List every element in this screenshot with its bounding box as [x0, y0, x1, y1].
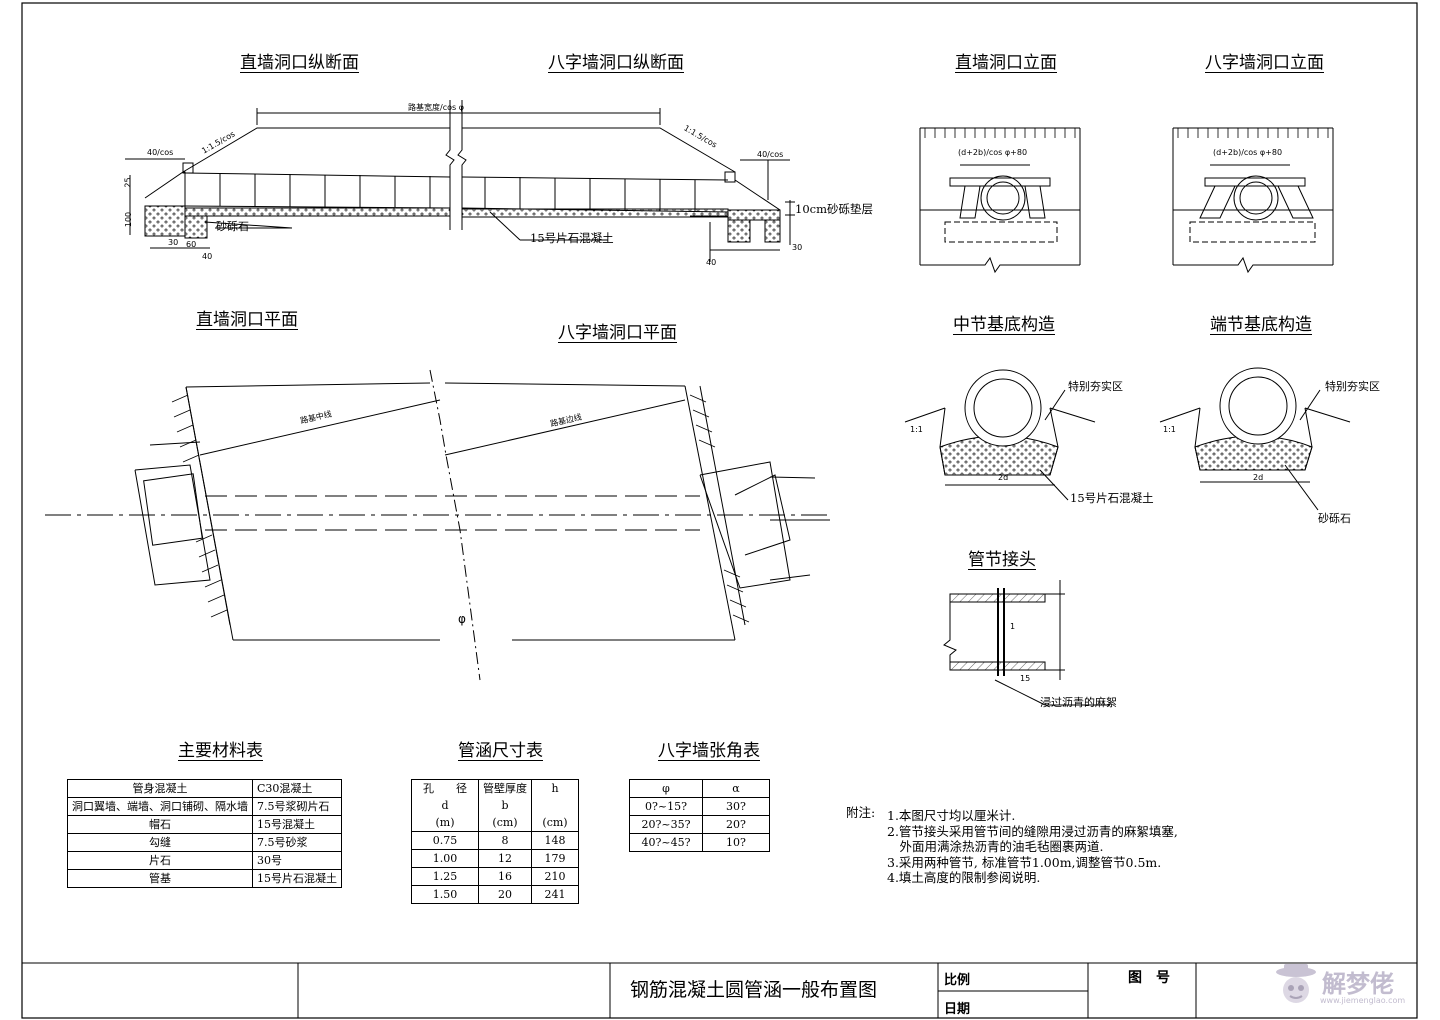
notes-lead: 附注: [846, 805, 876, 820]
watermark-text: 解梦佬 [1322, 970, 1394, 998]
title-wing-elevation: 八字墙洞口立面 [1205, 53, 1324, 73]
label-road-width: 路基宽度/cos φ [408, 103, 464, 112]
label-dim-30-left: 30 [168, 238, 179, 247]
label-elev-formula-right: (d+2b)/cos φ+80 [1213, 148, 1283, 157]
title-straight-plan: 直墙洞口平面 [196, 310, 298, 330]
note-item: 2.管节接头采用管节间的缝隙用浸过沥青的麻絮填塞, [887, 823, 1178, 839]
label-dim-60: 60 [186, 240, 197, 249]
title-materials-table: 主要材料表 [178, 741, 263, 761]
label-elev-formula-left: (d+2b)/cos φ+80 [958, 148, 1028, 157]
title-end-base: 端节基底构造 [1210, 315, 1312, 335]
table-header-row: 孔 径 管壁厚度 h [411, 779, 579, 797]
longitudinal-section [125, 100, 795, 262]
end-base-structure [1159, 367, 1351, 511]
drawing-no-label: 图 号 [1128, 970, 1170, 986]
table-header-row: (m) (cm) (cm) [411, 814, 579, 832]
label-dim-100: 100 [124, 211, 134, 228]
sheet-border [21, 2, 1418, 1019]
label-slope-mid: 1:1 [910, 425, 923, 434]
label-rubble-concrete-long: 15号片石混凝土 [530, 231, 614, 245]
label-2d-mid: 2d [998, 473, 1009, 482]
title-angles-table: 八字墙张角表 [658, 741, 760, 761]
date-label: 日期 [944, 1002, 971, 1017]
label-dim-40-right: 40 [706, 258, 717, 267]
table-header-row: d b [411, 797, 579, 814]
straight-elevation [919, 127, 1081, 274]
label-special-zone-end: 特别夯实区 [1325, 380, 1380, 393]
label-joint-1: 1 [1010, 622, 1016, 631]
label-sandstone-long: 砂砾石 [216, 220, 249, 233]
label-slope-end: 1:1 [1163, 425, 1176, 434]
title-wing-longitudinal: 八字墙洞口纵断面 [548, 53, 684, 73]
label-rubble-concrete-base: 15号片石混凝土 [1070, 491, 1154, 505]
title-sizes-table: 管涵尺寸表 [458, 741, 543, 761]
label-sand-cushion: 10cm砂砾垫层 [795, 202, 873, 216]
note-item: 1.本图尺寸均以厘米计. [887, 808, 1016, 823]
note-item: 外面用满涂热沥青的油毛毡圈裹两道. [887, 839, 1104, 854]
plan-views [45, 369, 830, 681]
wing-elevation [1172, 127, 1334, 274]
label-joint-15: 15 [1020, 674, 1031, 683]
title-block-lines [22, 962, 1417, 1018]
watermark-url: www.jiemenglao.com [1320, 996, 1406, 1005]
label-tarred-hemp: 浸过沥青的麻絮 [1040, 696, 1117, 709]
title-straight-elevation: 直墙洞口立面 [955, 53, 1057, 73]
mascot-icon [1276, 964, 1316, 1003]
drawing-title: 钢筋混凝土圆管涵一般布置图 [630, 979, 878, 1001]
scale-label: 比例 [944, 973, 971, 988]
pipe-joint-detail [943, 580, 1110, 706]
title-pipe-joint: 管节接头 [968, 550, 1036, 570]
note-item: 3.采用两种管节, 标准管节1.00m,调整管节0.5m. [887, 854, 1162, 870]
title-wing-plan: 八字墙洞口平面 [558, 323, 677, 343]
title-straight-longitudinal: 直墙洞口纵断面 [240, 53, 359, 73]
label-2d-end: 2d [1253, 473, 1264, 482]
label-40cos-left: 40/cos [147, 148, 174, 157]
label-phi-plan: φ [458, 612, 466, 626]
table-row: 0?~15?30? [629, 797, 770, 816]
label-dim-30-right: 30 [792, 243, 803, 252]
mid-base-structure [904, 369, 1096, 501]
label-dim-40-left: 40 [202, 252, 213, 261]
table-row: 20?~35?20? [629, 815, 770, 834]
label-dim-25: 25 [123, 177, 133, 188]
watermark-logo: 解梦佬 www.jiemenglao.com [1270, 960, 1415, 1015]
title-mid-base: 中节基底构造 [953, 315, 1055, 335]
note-item: 4.填土高度的限制参阅说明. [887, 870, 1041, 885]
label-40cos-right: 40/cos [757, 150, 784, 159]
notes-list: 1.本图尺寸均以厘米计. 2.管节接头采用管节间的缝隙用浸过沥青的麻絮填塞, 外… [887, 808, 1178, 886]
table-row: 40?~45?10? [629, 833, 770, 852]
label-special-zone-mid: 特别夯实区 [1068, 380, 1123, 393]
label-sandstone-end: 砂砾石 [1318, 512, 1351, 525]
